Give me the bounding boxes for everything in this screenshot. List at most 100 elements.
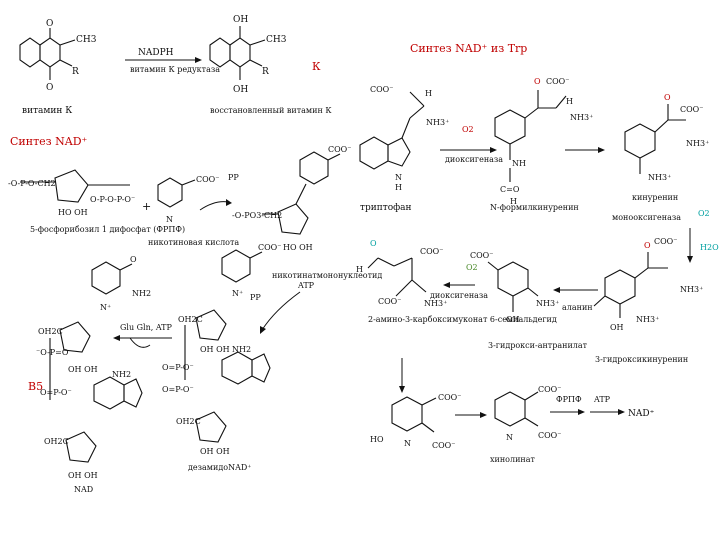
o2-step1: O2 xyxy=(462,125,474,134)
trp-amine: NH3⁺ xyxy=(426,118,449,127)
dnad-nh2: NH2 xyxy=(232,345,251,354)
rvk-r-group: R xyxy=(262,67,269,77)
nad-amide-o: O xyxy=(130,255,137,264)
dnad-ch2-top: OH2C xyxy=(178,315,203,324)
plus-sign: + xyxy=(142,200,151,213)
vk-oxo-top: O xyxy=(46,19,53,29)
gln-atp-label: Glu Gln, ATP xyxy=(120,323,173,332)
desamido-nad-label: дезамидоNAD⁺ xyxy=(188,463,252,472)
dnad-n: N⁺ xyxy=(232,289,243,298)
hk-amine: NH3⁺ xyxy=(680,285,703,294)
tryptophan-structure: COO⁻ H NH3⁺ N H xyxy=(360,85,449,192)
vk-r-group: R xyxy=(72,67,79,77)
semi-carboxylate-a: COO⁻ xyxy=(420,247,443,256)
formylkynurenine-structure: O COO⁻ H NH3⁺ NH C=O H xyxy=(495,77,593,206)
arrowhead-nmn xyxy=(226,199,232,206)
qk-n: N xyxy=(404,439,411,448)
arrowhead-quin xyxy=(480,412,487,418)
niacin-label: никотиновая кислота xyxy=(148,238,239,247)
rvk-hydroxyl-top: OH xyxy=(233,15,248,25)
vk-arrow-head xyxy=(195,57,202,63)
arrowhead-3hk xyxy=(687,256,693,263)
nad-p-a: ⁻O-P=O xyxy=(36,348,69,357)
formylkynurenine-label: N-формилкинуренин xyxy=(490,203,579,212)
hk-nh3: NH3⁺ xyxy=(636,315,659,324)
qk-carboxylate-a: COO⁻ xyxy=(438,393,461,402)
pp-out: PP xyxy=(228,173,239,182)
pp-out-2: PP xyxy=(250,293,261,302)
ha-amine: NH3⁺ xyxy=(536,299,559,308)
vitamin-k-label: витамин К xyxy=(22,106,72,116)
nad-ch2-top: OH2C xyxy=(38,327,63,336)
hydroxykynurenine-label: 3-гидроксикинуренин xyxy=(595,355,688,364)
fk-h: H xyxy=(566,97,573,106)
semi-carboxylate-b: COO⁻ xyxy=(378,297,401,306)
quinolinate-keto-structure: COO⁻ COO⁻ HO N xyxy=(370,393,461,450)
nadph-label: NADPH xyxy=(138,48,174,58)
nad-label: NAD xyxy=(74,485,93,494)
nad-ch2-bottom: OH2C xyxy=(44,437,69,446)
amidation-side-arrow xyxy=(130,338,150,347)
ha-carboxylate: COO⁻ xyxy=(470,251,493,260)
quin-n: N xyxy=(506,433,513,442)
vk-reductase-label: витамин К редуктаза xyxy=(130,65,220,74)
kynurenine-label: кинуренин xyxy=(632,193,678,202)
rvk-methyl: CH3 xyxy=(266,35,287,45)
nmn-carboxylate: COO⁻ xyxy=(328,145,351,154)
nad-adenine-nh2: NH2 xyxy=(112,370,131,379)
arrowhead-formylkyn xyxy=(490,147,497,153)
arrow-to-desamido xyxy=(262,292,300,330)
dnad-ch2-bottom: OH2C xyxy=(176,417,201,426)
dnad-oh-bottom: OH OH xyxy=(200,447,230,456)
kyn-amine: NH3⁺ xyxy=(686,139,709,148)
atp-label-right: ATP xyxy=(593,395,611,404)
hydroxyanthranilate-structure: COO⁻ NH3⁺ OH xyxy=(470,251,559,324)
quin-carboxylate-b: COO⁻ xyxy=(538,431,561,440)
fk-oxo: O xyxy=(534,77,541,86)
hk-oh: OH xyxy=(610,323,624,332)
semi-oxo: O xyxy=(370,239,377,248)
arrowhead-kyn xyxy=(598,147,605,153)
dnad-carboxylate: COO⁻ xyxy=(258,243,281,252)
trp-h: H xyxy=(425,89,432,98)
fk-formyl-c: C=O xyxy=(500,185,520,194)
nad-from-trp-title: Синтез NAD⁺ из Trp xyxy=(410,42,527,55)
arrowhead-nad xyxy=(618,409,625,415)
vitamin-b5-label: B5 xyxy=(28,380,43,393)
fk-nh: NH xyxy=(512,159,526,168)
nad-oh-bottom: OH OH xyxy=(68,471,98,480)
trp-indole-h: H xyxy=(395,183,402,192)
qk-ho: HO xyxy=(370,435,384,444)
niacin-n: N xyxy=(166,215,173,224)
vk-methyl: CH3 xyxy=(76,35,97,45)
atp-in: ATP xyxy=(297,281,315,290)
kyn-oxo: O xyxy=(664,93,671,102)
nad-plus-product: NAD⁺ xyxy=(628,409,655,419)
nmn-hydroxyls: HO OH xyxy=(283,243,313,252)
dioxygenase-label: диоксигеназа xyxy=(445,155,503,164)
nicotinate-mononucleotide: COO⁻ -O-PO3-CH2 HO OH xyxy=(232,145,351,252)
semi-amine: NH3⁺ xyxy=(424,299,447,308)
fk-carboxylate: COO⁻ xyxy=(546,77,569,86)
trp-indole-n: N xyxy=(395,173,402,182)
nmn-phosphate: -O-PO3-CH2 xyxy=(232,211,282,220)
k-letter: К xyxy=(312,60,321,73)
o2-step3: O2 xyxy=(698,209,710,218)
nad-n-plus: N⁺ xyxy=(100,303,111,312)
trp-carboxylate: COO⁻ xyxy=(370,85,393,94)
kyn-carboxylate: COO⁻ xyxy=(680,105,703,114)
arrowhead-semialdehyde xyxy=(443,282,450,288)
nad-structure-left: O NH2 N⁺ OH2C OH OH ⁻O-P=O O=P-O⁻ NH2 OH… xyxy=(36,255,151,480)
arrowhead-3ha xyxy=(553,287,560,293)
hk-oxo: O xyxy=(644,241,651,250)
hydroxyanthranilate-label: 3-гидрокси-антранилат xyxy=(488,341,588,350)
kynurenine-structure: O COO⁻ NH3⁺ NH3⁺ xyxy=(625,93,709,182)
nad-p-b: O=P-O⁻ xyxy=(40,388,72,397)
arrowhead-prpp xyxy=(578,409,585,415)
arrow-to-nmn xyxy=(200,202,228,210)
prpp-phosphate: -O-P-O-CH2 xyxy=(8,179,56,188)
monooxygenase-label: монооксигеназа xyxy=(612,213,681,222)
dnad-phosphate-b: O=P-O⁻ xyxy=(162,385,194,394)
arrowhead-quinolinate xyxy=(399,386,405,393)
